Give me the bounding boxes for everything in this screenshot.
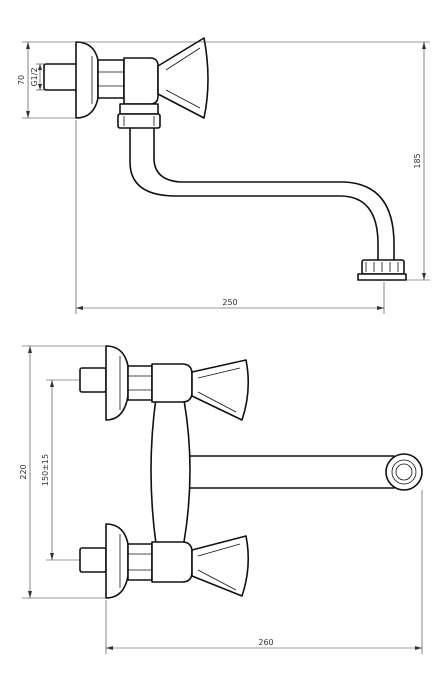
lower-valve [79,523,250,599]
lower-nut [127,543,153,581]
lower-handle [191,535,250,597]
spout-end [385,453,423,491]
dim-height: 185 [413,153,422,168]
handle [157,37,209,119]
spout-arm [187,455,395,489]
lower-flange [105,523,129,599]
front-dimensions [22,345,423,654]
upper-flange [105,345,129,421]
wall-connector [43,63,79,91]
swivel-nut [119,103,159,115]
dim-reach-top: 250 [222,298,237,307]
body-bar [150,392,191,550]
upper-valve-body [151,363,193,403]
dim-thread: G1/2 [30,67,39,86]
dim-height-small: 70 [17,75,26,85]
top-dimensions [22,41,430,314]
dim-reach-front: 260 [258,638,273,647]
upper-nut [127,365,153,401]
lower-connector [79,547,107,573]
swivel-ring [117,113,161,129]
aerator-ring [357,273,407,281]
hex-nut [97,59,125,99]
lower-valve-body [151,541,193,583]
spout [129,127,379,261]
dim-spacing: 150±15 [41,454,50,486]
upper-connector [79,367,107,393]
front-view-faucet [79,345,423,599]
upper-valve [79,345,250,421]
side-view-faucet [43,37,407,281]
wall-flange [75,41,99,119]
dim-total-height: 220 [19,464,28,479]
upper-handle [191,359,250,421]
valve-body [123,57,159,105]
